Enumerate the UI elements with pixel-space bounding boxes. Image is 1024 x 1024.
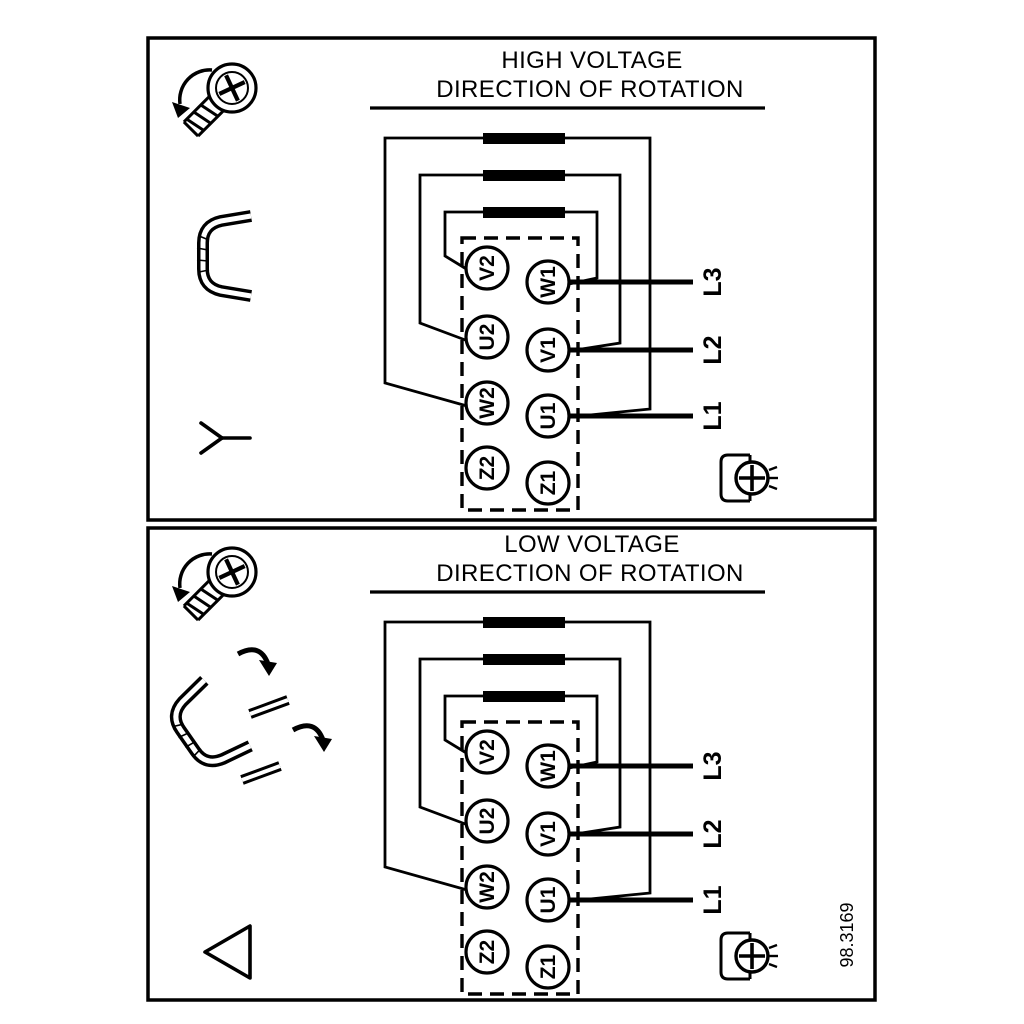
bridge-links-rearrange-icon	[160, 647, 332, 785]
line-label-l1: L1	[699, 401, 727, 430]
terminal-label-v1: V1	[537, 821, 560, 847]
line-label-l3: L3	[699, 267, 727, 296]
line-label-l2: L2	[699, 819, 727, 848]
terminal-label-w1: W1	[537, 750, 560, 782]
terminal-label-v2: V2	[476, 255, 499, 281]
high-voltage-frame	[146, 36, 877, 522]
panel-subtitle: DIRECTION OF ROTATION	[436, 560, 744, 587]
line-label-l3: L3	[699, 751, 727, 780]
terminal-label-z2: Z2	[476, 940, 499, 965]
terminal-labels: V2 U2 W2 Z2 W1 V1 U1 Z1	[476, 255, 560, 495]
supply-line-labels: L3 L2 L1	[699, 267, 727, 430]
terminal-label-z1: Z1	[537, 954, 560, 979]
panel-title: LOW VOLTAGE	[504, 531, 680, 558]
star-connection-icon	[199, 421, 252, 455]
terminal-labels: V2 U2 W2 Z2 W1 V1 U1 Z1	[476, 739, 560, 979]
terminal-label-u2: U2	[476, 808, 499, 835]
line-label-l1: L1	[699, 885, 727, 914]
supply-line-labels: L3 L2 L1	[699, 751, 727, 914]
terminal-label-u2: U2	[476, 324, 499, 351]
figure-number: 98.3169	[837, 902, 857, 967]
terminal-label-z1: Z1	[537, 470, 560, 495]
terminal-label-u1: U1	[537, 886, 560, 913]
terminal-label-w1: W1	[537, 266, 560, 298]
terminal-label-u1: U1	[537, 402, 560, 429]
panel-subtitle: DIRECTION OF ROTATION	[436, 76, 744, 103]
low-voltage-frame	[146, 526, 877, 1002]
terminal-label-v1: V1	[537, 337, 560, 363]
terminal-label-w2: W2	[476, 871, 499, 903]
panel-high-voltage: HIGH VOLTAGE DIRECTION OF ROTATION V2 U2…	[172, 47, 780, 510]
delta-connection-icon	[203, 924, 252, 980]
terminal-label-w2: W2	[476, 387, 499, 419]
line-label-l2: L2	[699, 335, 727, 364]
terminal-label-z2: Z2	[476, 456, 499, 481]
panel-title: HIGH VOLTAGE	[501, 47, 682, 74]
panel-low-voltage: LOW VOLTAGE DIRECTION OF ROTATION V2 U2 …	[160, 531, 857, 994]
terminal-label-v2: V2	[476, 739, 499, 765]
